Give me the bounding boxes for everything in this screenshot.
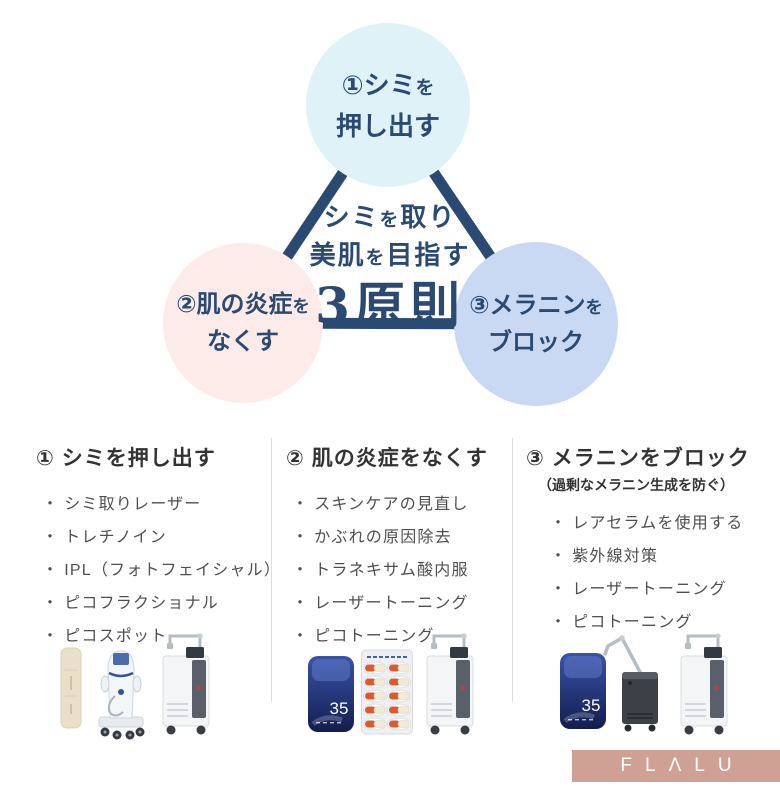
list-item: ・シミ取りレーザー xyxy=(42,495,202,513)
list-item: ・レーザートーニング xyxy=(550,580,727,598)
flalu-logo-text: FLΛLU xyxy=(620,755,745,776)
triangle-center-title: シミを取り 美肌を目指す 3原則 xyxy=(268,200,512,333)
list-item: ・かぶれの原因除去 xyxy=(292,528,452,546)
circle-1-line-1: ①シミを xyxy=(341,69,435,100)
pico-laser-machine-image xyxy=(426,633,474,735)
ipl-machine-image xyxy=(98,650,145,740)
principle-circle-2: ②肌の炎症を なくす xyxy=(163,243,323,403)
serum-jar-image: 35 xyxy=(308,656,354,732)
list-item: ・レアセラムを使用する xyxy=(550,514,744,532)
list-item: ・ピコフラクショナル xyxy=(42,594,220,612)
column-2-list: ・スキンケアの見直し ・かぶれの原因除去 ・トラネキサム酸内服 ・レーザートーニ… xyxy=(286,485,508,650)
list-item: ・ピコスポット xyxy=(42,627,168,645)
list-item: ・ピコトーニング xyxy=(292,627,435,645)
principle-circle-1: ①シミを 押し出す xyxy=(306,23,470,187)
pico-laser-machine-image xyxy=(680,633,728,735)
pico-laser-machine-image xyxy=(162,633,210,735)
tretinoin-tube-image xyxy=(60,647,82,729)
column-1-list: ・シミ取りレーザー ・トレチノイン ・IPL（フォトフェイシャル） ・ピコフラク… xyxy=(36,485,282,650)
center-headline: 3原則 xyxy=(315,276,465,335)
list-item: ・ピコトーニング xyxy=(550,613,693,631)
qswitch-laser-machine-image xyxy=(603,635,658,732)
list-item: ・IPL（フォトフェイシャル） xyxy=(42,561,282,579)
svg-text:35: 35 xyxy=(330,699,349,718)
circle-1-line-2: 押し出す xyxy=(335,110,440,141)
column-divider-2 xyxy=(512,438,513,702)
circle-3-line-2: ブロック xyxy=(488,328,584,356)
list-item: ・トラネキサム酸内服 xyxy=(292,561,469,579)
list-item: ・トレチノイン xyxy=(42,528,167,546)
svg-text:35: 35 xyxy=(582,696,601,715)
principle-circle-3: ③メラニンを ブロック xyxy=(454,242,618,406)
list-item: ・紫外線対策 xyxy=(550,547,659,565)
circle-2-line-2: なくす xyxy=(207,327,279,355)
column-3-subtitle: （過剰なメラニン生成を防ぐ） xyxy=(538,477,734,493)
tranexamic-capsules-image xyxy=(361,649,413,735)
list-item: ・スキンケアの見直し xyxy=(292,495,469,513)
circle-2-line-1: ②肌の炎症を xyxy=(176,290,310,318)
center-title-line-2: 美肌を目指す xyxy=(309,241,471,271)
circle-3-line-1: ③メラニンを xyxy=(469,291,603,319)
list-item: ・レーザートーニング xyxy=(292,594,469,612)
column-3-list: ・レアセラムを使用する ・紫外線対策 ・レーザートーニング ・ピコトーニング xyxy=(526,504,776,636)
serum-jar-image: 35 xyxy=(560,653,606,729)
center-title-line-1: シミを取り xyxy=(323,203,457,233)
column-divider-1 xyxy=(271,438,272,702)
flalu-logo: FLΛLU xyxy=(572,750,780,782)
